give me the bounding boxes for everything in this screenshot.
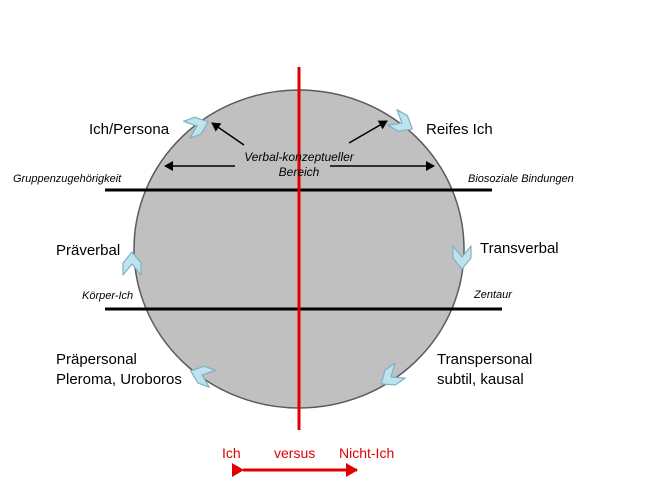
label-praepersonal: Präpersonal [56,351,137,368]
label-bereich: Bereich [278,165,320,179]
label-ich-persona: Ich/Persona [89,121,170,138]
label-koerper-ich: Körper-Ich [82,290,134,302]
label-verbal-konzeptueller: Verbal-konzeptueller [244,150,354,164]
label-subtil-kausal: subtil, kausal [437,371,524,388]
label-biosoziale-bindungen: Biosoziale Bindungen [468,173,574,185]
label-transverbal: Transverbal [480,240,559,257]
label-gruppenzugehoerigkeit: Gruppenzugehörigkeit [13,173,122,185]
arrow-to-ich-persona [211,122,245,146]
label-transpersonal: Transpersonal [437,351,533,368]
arrow-to-reifes-ich [348,120,388,144]
label-zentaur: Zentaur [474,289,512,301]
label-reifes-ich: Reifes Ich [426,121,493,138]
label-pleroma-uroboros: Pleroma, Uroboros [56,371,182,388]
label-versus: versus [274,445,316,461]
label-ich: Ich [222,445,241,461]
label-praeverbal: Präverbal [56,242,121,259]
label-nicht-ich: Nicht-Ich [339,445,395,461]
